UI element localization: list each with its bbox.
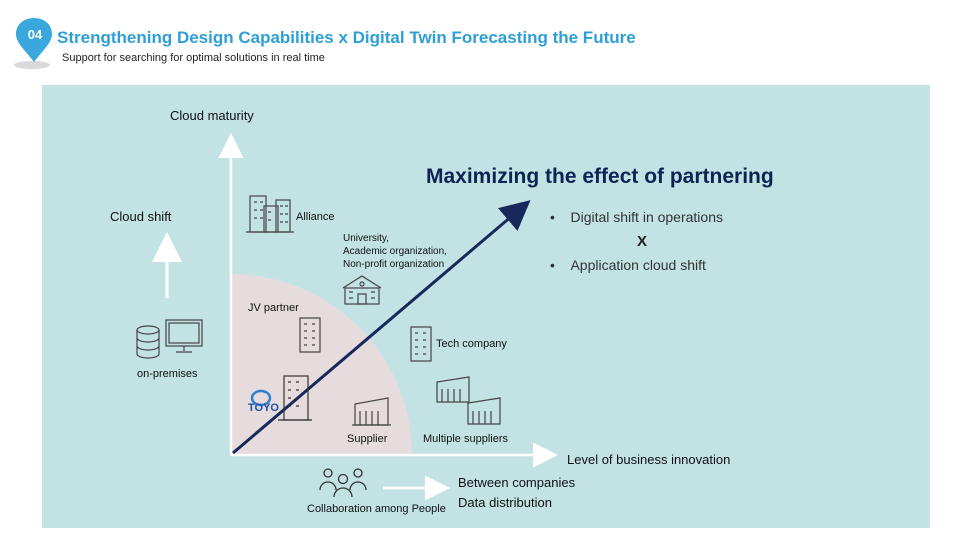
multiple-suppliers-label: Multiple suppliers bbox=[423, 433, 508, 445]
alliance-icon bbox=[246, 195, 294, 233]
on-premises-label: on-premises bbox=[137, 368, 198, 380]
partnering-arrow bbox=[232, 200, 531, 455]
bullet-2: • Application cloud shift bbox=[550, 257, 706, 273]
tech-company-icon bbox=[410, 326, 432, 362]
database-icon bbox=[136, 325, 160, 359]
monitor-icon bbox=[165, 319, 203, 353]
page-title: Strengthening Design Capabilities x Digi… bbox=[57, 28, 636, 47]
supplier-icon bbox=[352, 397, 391, 426]
university-line-3: Non-profit organization bbox=[343, 259, 445, 270]
bullet-1-text: Digital shift in operations bbox=[570, 209, 723, 225]
supplier-label: Supplier bbox=[347, 433, 388, 445]
alliance-label: Alliance bbox=[296, 211, 335, 223]
toyo-building-icon bbox=[278, 375, 312, 421]
bullet-1: • Digital shift in operations bbox=[550, 209, 723, 225]
bullet-2-text: Application cloud shift bbox=[570, 257, 706, 273]
partner-zone bbox=[231, 274, 412, 455]
between-companies-label: Between companies bbox=[458, 475, 576, 490]
toyo-logo-text: TOYO bbox=[248, 402, 279, 414]
cloud-shift-label: Cloud shift bbox=[110, 209, 172, 224]
people-icon bbox=[319, 468, 367, 498]
university-line-2: Academic organization, bbox=[343, 246, 447, 257]
tech-company-label: Tech company bbox=[436, 338, 507, 350]
toyo-logo-icon bbox=[250, 389, 272, 407]
jv-partner-label: JV partner bbox=[248, 302, 299, 314]
x-mark: X bbox=[637, 233, 648, 250]
university-label: University, Academic organization, Non-p… bbox=[343, 232, 447, 271]
section-number: 04 bbox=[27, 27, 43, 42]
page-subtitle: Support for searching for optimal soluti… bbox=[62, 52, 325, 64]
university-line-1: University, bbox=[343, 233, 389, 244]
university-icon bbox=[342, 275, 382, 305]
y-axis-label: Cloud maturity bbox=[170, 108, 254, 123]
jv-partner-icon bbox=[299, 317, 321, 353]
data-distribution-label: Data distribution bbox=[458, 495, 552, 510]
multiple-suppliers-icon bbox=[436, 376, 501, 425]
x-axis-label: Level of business innovation bbox=[567, 452, 731, 467]
headline: Maximizing the effect of partnering bbox=[426, 165, 774, 188]
collaboration-label: Collaboration among People bbox=[307, 503, 446, 515]
section-badge bbox=[14, 18, 52, 69]
